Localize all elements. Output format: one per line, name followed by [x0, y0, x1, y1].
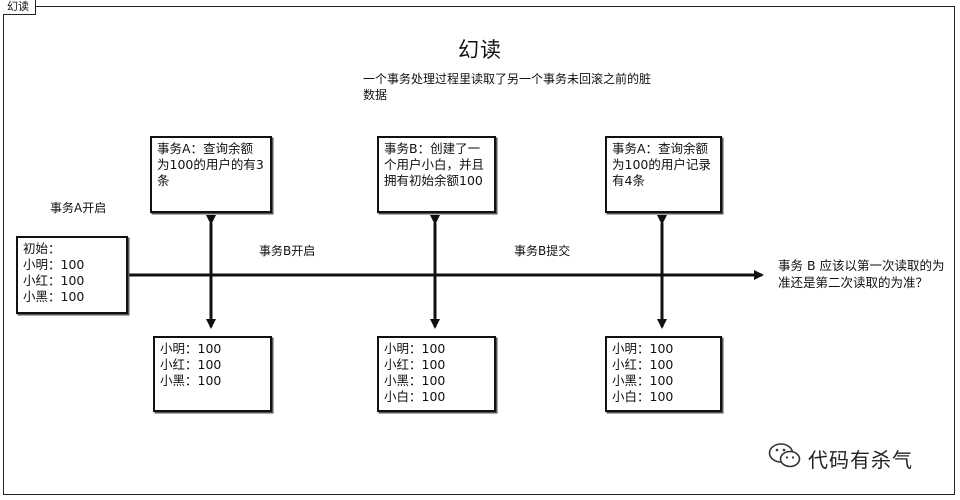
question-text: 事务 B 应该以第一次读取的为准还是第二次读取的为准？ — [778, 258, 945, 290]
txn-b-start-label: 事务B开启 — [259, 244, 316, 258]
data-box-1: 小明：100 小红：100 小黑：100 — [153, 336, 272, 412]
data-box-3: 小明：100 小红：100 小黑：100 小白：100 — [605, 336, 722, 412]
step-box-query-1: 事务A：查询余额为100的用户的有3条 — [150, 136, 272, 213]
initial-state-box: 初始： 小明：100 小红：100 小黑：100 — [16, 236, 128, 314]
txn-b-commit-label: 事务B提交 — [514, 244, 571, 258]
step-box-insert: 事务B：创建了一个用户小白，并且拥有初始余额100 — [377, 136, 496, 213]
watermark-logo: 代码有杀气 — [768, 442, 913, 475]
wechat-icon — [768, 442, 802, 475]
diagram-description: 一个事务处理过程里读取了另一个事务未回滚之前的脏数据 — [363, 72, 652, 102]
logo-text: 代码有杀气 — [808, 448, 913, 472]
step-box-query-2: 事务A：查询余额为100的用户记录有4条 — [605, 136, 722, 213]
frame-tab: 幻读 — [3, 0, 36, 15]
diagram-frame — [3, 6, 955, 495]
diagram-title: 幻读 — [458, 38, 502, 62]
txn-a-start-label: 事务A开启 — [50, 201, 107, 215]
data-box-2: 小明：100 小红：100 小黑：100 小白：100 — [377, 336, 496, 412]
